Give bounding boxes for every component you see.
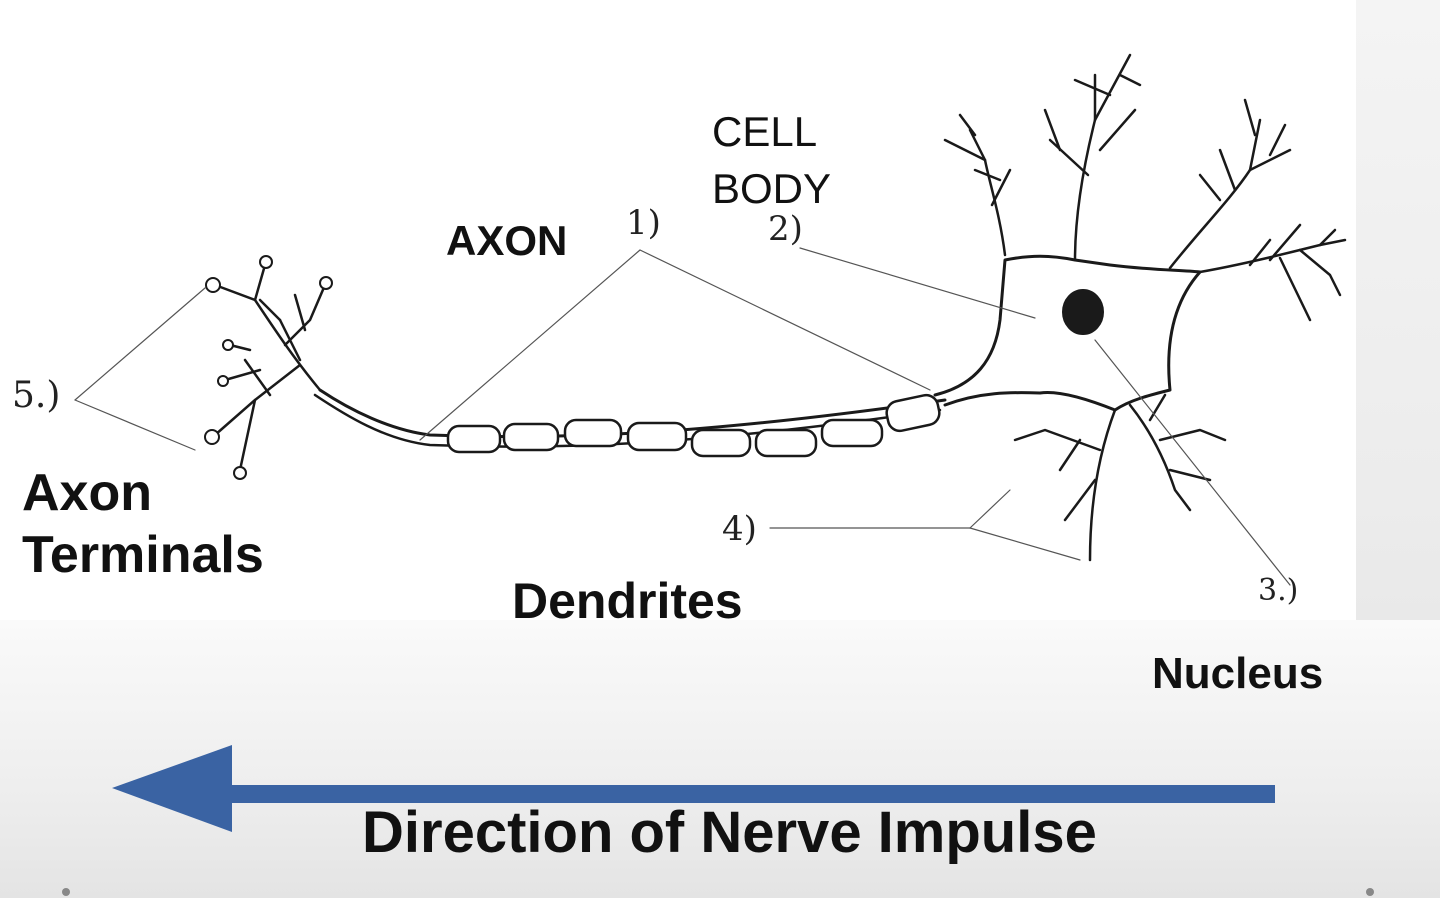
pointer-4b (969, 489, 1011, 529)
pointer-lines (74, 247, 1291, 586)
dendrite-branch-top-center (1043, 53, 1142, 262)
pointer-5b (74, 399, 196, 451)
pointer-1-left (419, 249, 641, 441)
myelin-segment (626, 421, 688, 452)
axon-terminals-label-line1: Axon (22, 464, 152, 522)
arrow-head (112, 745, 232, 832)
dendrite-branch-top-left (943, 113, 1012, 257)
direction-arrow (112, 745, 1275, 832)
pointer-3 (1094, 339, 1291, 586)
marker-4: 4) (722, 509, 757, 549)
cell-body-outline (933, 254, 1202, 412)
myelin-segment (563, 418, 623, 448)
marker-3: 3.) (1258, 573, 1299, 608)
pointer-2 (799, 247, 1036, 319)
dendrite-branch-right (1198, 223, 1347, 322)
pointer-1-right (639, 249, 931, 391)
marker-1: 1) (626, 203, 661, 243)
lower-panel (0, 620, 1440, 898)
myelin-segment (446, 424, 502, 454)
dendrite-branch-top-right (1168, 98, 1292, 270)
myelin-sheath (446, 393, 941, 458)
cell-body-label-line2: BODY (712, 164, 832, 212)
slide-dot-right (1366, 888, 1374, 896)
terminal-knobs (204, 255, 333, 480)
diagram-panel (0, 0, 1356, 620)
axon-terminal-branches (213, 263, 327, 472)
slide-dot-left (62, 888, 70, 896)
myelin-segment (754, 428, 818, 458)
myelin-segment (502, 422, 560, 452)
myelin-segment (885, 393, 941, 433)
direction-caption: Direction of Nerve Impulse (362, 800, 1097, 865)
axon-terminals-label: Axon Terminals (22, 462, 264, 587)
myelin-segment (820, 418, 884, 448)
pointer-4c (969, 527, 1081, 561)
dendrites-label: Dendrites (512, 573, 743, 629)
pointer-5a (74, 287, 206, 401)
nucleus (1062, 289, 1104, 335)
arrow-shaft (210, 785, 1275, 803)
nucleus-label: Nucleus (1152, 649, 1324, 698)
cell-body-label: CELL BODY (712, 104, 831, 217)
myelin-segment (690, 428, 752, 458)
marker-2: 2) (768, 209, 803, 249)
axon-label: AXON (446, 217, 568, 264)
dendrite-branch-bottom (1013, 393, 1227, 562)
marker-5: 5.) (12, 375, 61, 416)
cell-body-label-line1: CELL (712, 108, 818, 155)
axon-terminals-label-line2: Terminals (22, 526, 264, 585)
